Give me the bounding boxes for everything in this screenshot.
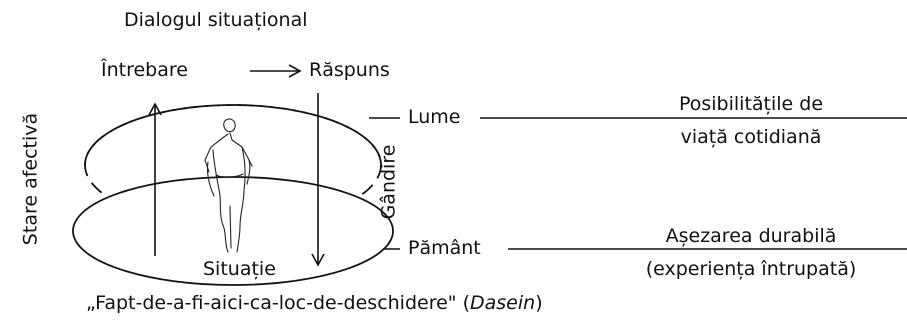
situation-label: Situație bbox=[203, 258, 276, 280]
dasein-caption-italic: Dasein bbox=[470, 292, 536, 314]
human-figure-sketch bbox=[204, 118, 253, 253]
dasein-caption-close: ) bbox=[535, 292, 543, 314]
thinking-label: Gândire bbox=[377, 144, 400, 220]
world-label: Lume bbox=[408, 106, 461, 128]
question-label: Întrebare bbox=[101, 59, 188, 81]
answer-label: Răspuns bbox=[309, 59, 390, 81]
affective-state-label: Stare afectivă bbox=[19, 112, 42, 246]
diagram-title: Dialogul situațional bbox=[124, 9, 308, 31]
world-description-line-2: viață cotidiană bbox=[680, 126, 822, 148]
earth-label: Pământ bbox=[408, 237, 481, 259]
earth-description-line-1: Așezarea durabilă bbox=[665, 225, 837, 247]
dasein-caption-text: „Fapt-de-a-fi-aici-ca-loc-de-deschidere"… bbox=[86, 292, 470, 314]
world-description-line-1: Posibilitățile de bbox=[678, 93, 824, 115]
earth-description-line-2: (experiența întrupată) bbox=[645, 258, 857, 280]
dasein-caption: „Fapt-de-a-fi-aici-ca-loc-de-deschidere"… bbox=[86, 294, 543, 313]
upper-dashed-ellipse-front bbox=[84, 104, 382, 166]
